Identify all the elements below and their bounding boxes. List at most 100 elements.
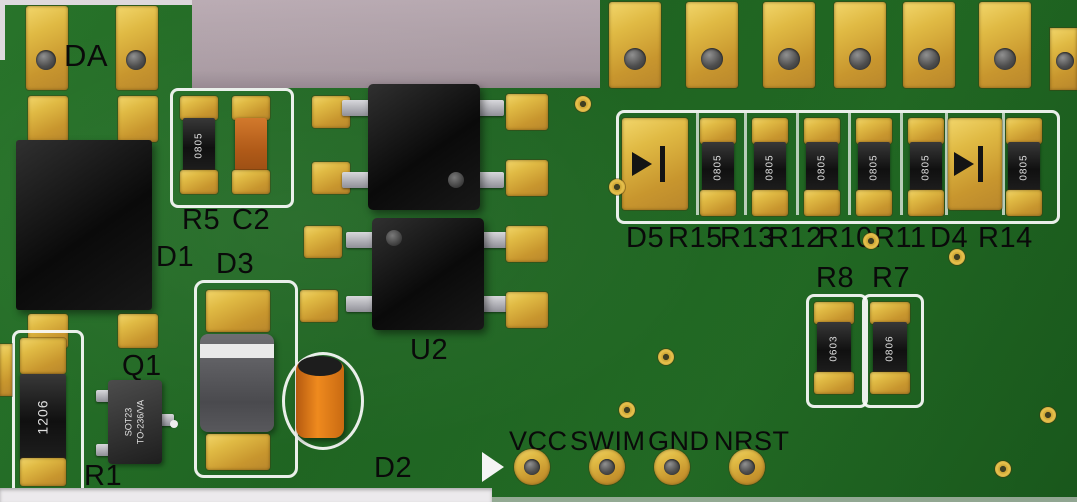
silkscreen-divider bbox=[945, 113, 948, 215]
workspace-background bbox=[192, 0, 600, 88]
solder-pad bbox=[180, 96, 218, 120]
drill-hole bbox=[994, 48, 1016, 70]
solder-pad bbox=[180, 170, 218, 194]
solder-pad bbox=[908, 118, 944, 144]
r13-marking: 0805 bbox=[764, 153, 776, 181]
r15-marking: 0805 bbox=[712, 153, 724, 181]
label-d2: D2 bbox=[374, 452, 413, 484]
solder-pad bbox=[300, 290, 338, 322]
solder-pad bbox=[908, 190, 944, 216]
component-r10: 0805 bbox=[858, 142, 890, 192]
u2-pin bbox=[480, 232, 508, 248]
via bbox=[995, 461, 1011, 477]
drill-hole bbox=[664, 459, 680, 475]
d4-cathode-bar bbox=[978, 146, 983, 182]
ic1-pin1-dot bbox=[448, 172, 464, 188]
u2-pin bbox=[346, 296, 374, 312]
component-c2 bbox=[235, 118, 267, 172]
component-d1 bbox=[16, 140, 152, 310]
through-hole-pad bbox=[763, 2, 815, 88]
solder-pad bbox=[804, 190, 840, 216]
r10-marking: 0805 bbox=[868, 153, 880, 181]
silkscreen-divider bbox=[696, 113, 699, 215]
solder-pad bbox=[28, 96, 68, 142]
drill-hole bbox=[739, 459, 755, 475]
component-r14: 0805 bbox=[1008, 142, 1040, 192]
component-r13: 0805 bbox=[754, 142, 786, 192]
solder-pad bbox=[20, 338, 66, 374]
board-edge-top bbox=[0, 0, 192, 5]
solder-pad bbox=[870, 302, 910, 324]
silkscreen-outline-row bbox=[616, 110, 1060, 224]
r12-marking: 0805 bbox=[816, 153, 828, 181]
solder-pad bbox=[700, 190, 736, 216]
solder-pad bbox=[506, 292, 548, 328]
drill-hole bbox=[624, 48, 646, 70]
solder-pad bbox=[814, 302, 854, 324]
drill-hole bbox=[918, 48, 940, 70]
label-r15: R15 bbox=[668, 222, 723, 254]
solder-pad bbox=[118, 96, 158, 142]
label-u2: U2 bbox=[410, 334, 449, 366]
silkscreen-outline-r5c2 bbox=[170, 88, 294, 208]
solder-pad bbox=[20, 458, 66, 486]
label-d5: D5 bbox=[626, 222, 665, 254]
solder-pad bbox=[856, 118, 892, 144]
component-r7: 0806 bbox=[873, 322, 907, 374]
via bbox=[863, 233, 879, 249]
through-hole-pad bbox=[116, 6, 158, 90]
drill-hole bbox=[1056, 52, 1074, 70]
label-r8: R8 bbox=[816, 262, 855, 294]
label-r5: R5 bbox=[182, 204, 221, 236]
component-ic1 bbox=[368, 84, 480, 210]
label-da: DA bbox=[64, 38, 109, 73]
label-r14: R14 bbox=[978, 222, 1033, 254]
component-q1: SOT23 TO-236/VA bbox=[108, 380, 162, 464]
ic1-pin bbox=[342, 172, 370, 188]
label-r1: R1 bbox=[84, 460, 123, 492]
silkscreen-divider bbox=[1002, 113, 1005, 215]
solder-pad bbox=[232, 96, 270, 120]
solder-pad bbox=[506, 160, 548, 196]
q1-package-text: SOT23 bbox=[123, 407, 134, 437]
solder-pad bbox=[118, 314, 158, 348]
label-r11: R11 bbox=[874, 222, 927, 254]
label-d4: D4 bbox=[930, 222, 969, 254]
component-r1: 1206 bbox=[20, 374, 66, 460]
solder-pad bbox=[814, 372, 854, 394]
r14-marking: 0805 bbox=[1018, 153, 1030, 181]
drill-hole bbox=[126, 50, 146, 70]
drill-hole bbox=[599, 459, 615, 475]
silkscreen-divider bbox=[744, 113, 747, 215]
u2-pin1-dot bbox=[386, 230, 402, 246]
solder-pad bbox=[804, 118, 840, 144]
via bbox=[619, 402, 635, 418]
silkscreen-divider bbox=[900, 113, 903, 215]
solder-pad bbox=[700, 118, 736, 144]
silkscreen-outline-r8 bbox=[806, 294, 868, 408]
drill-hole bbox=[849, 48, 871, 70]
r5-marking: 0805 bbox=[193, 131, 205, 159]
solder-pad bbox=[206, 290, 270, 332]
solder-pad bbox=[206, 434, 270, 470]
label-d3: D3 bbox=[216, 248, 255, 280]
d2-top-cap bbox=[298, 356, 342, 376]
label-d1: D1 bbox=[156, 241, 195, 273]
d5-cathode-bar bbox=[660, 146, 665, 182]
via bbox=[575, 96, 591, 112]
label-c2: C2 bbox=[232, 204, 271, 236]
solder-pad bbox=[1006, 118, 1042, 144]
d3-cathode-band bbox=[200, 344, 274, 358]
component-r11: 0805 bbox=[910, 142, 942, 192]
solder-pad bbox=[506, 226, 548, 262]
silkscreen-outline-r7 bbox=[862, 294, 924, 408]
through-hole-pad bbox=[903, 2, 955, 88]
solder-pad bbox=[232, 170, 270, 194]
component-r5: 0805 bbox=[183, 118, 215, 172]
component-r15: 0805 bbox=[702, 142, 734, 192]
through-hole-pad bbox=[979, 2, 1031, 88]
drill-hole bbox=[701, 48, 723, 70]
component-d3 bbox=[200, 334, 274, 432]
through-hole-pad bbox=[609, 2, 661, 88]
label-r13: R13 bbox=[720, 222, 775, 254]
